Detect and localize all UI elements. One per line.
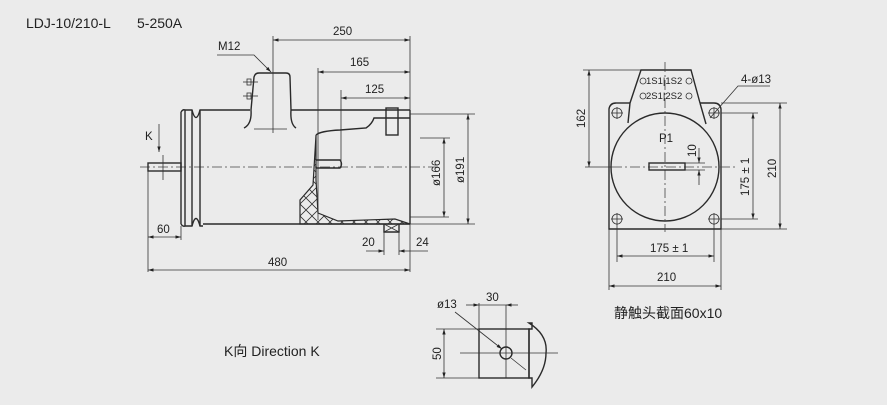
dim-165: 165 bbox=[350, 57, 369, 69]
k-hole-label: ø13 bbox=[437, 299, 457, 311]
dim-210-horizontal: 210 bbox=[657, 272, 676, 284]
dim-d191: ø191 bbox=[455, 157, 467, 183]
k-view-caption: K向 Direction K bbox=[224, 343, 320, 359]
contact-section-caption: 静触头截面60x10 bbox=[614, 305, 722, 321]
dim-d166: ø166 bbox=[431, 160, 443, 186]
k-view: K向 Direction K ø13 30 50 bbox=[224, 292, 558, 389]
dim-480: 480 bbox=[268, 257, 287, 269]
dim-175-horizontal: 175 ± 1 bbox=[650, 243, 688, 255]
terminal-row-2: 2S1|2S2 bbox=[646, 91, 682, 102]
dim-250: 250 bbox=[333, 26, 352, 38]
dim-24: 24 bbox=[416, 237, 429, 249]
dim-210-vertical: 210 bbox=[767, 159, 779, 178]
dim-60: 60 bbox=[157, 224, 170, 236]
side-view: K M12 250 bbox=[140, 26, 475, 272]
holes-label: 4-ø13 bbox=[741, 74, 771, 86]
dim-162: 162 bbox=[576, 109, 588, 128]
p1-label: P1 bbox=[659, 133, 673, 145]
terminal-row-1: 1S1|1S2 bbox=[646, 76, 682, 87]
dim-175-vertical: 175 ± 1 bbox=[740, 158, 752, 196]
m12-label: M12 bbox=[218, 41, 240, 53]
dim-125: 125 bbox=[365, 84, 384, 96]
current-range: 5-250A bbox=[137, 15, 183, 31]
dim-10: 10 bbox=[687, 144, 699, 157]
dim-50: 50 bbox=[432, 347, 444, 360]
dim-20: 20 bbox=[362, 237, 375, 249]
k-arrow-label: K bbox=[145, 131, 153, 143]
model-title: LDJ-10/210-L bbox=[26, 15, 111, 31]
front-view: 1S1|1S2 2S1|2S2 P1 10 162 4-ø13 175 ± 1 … bbox=[576, 62, 787, 321]
dim-30: 30 bbox=[486, 292, 499, 304]
